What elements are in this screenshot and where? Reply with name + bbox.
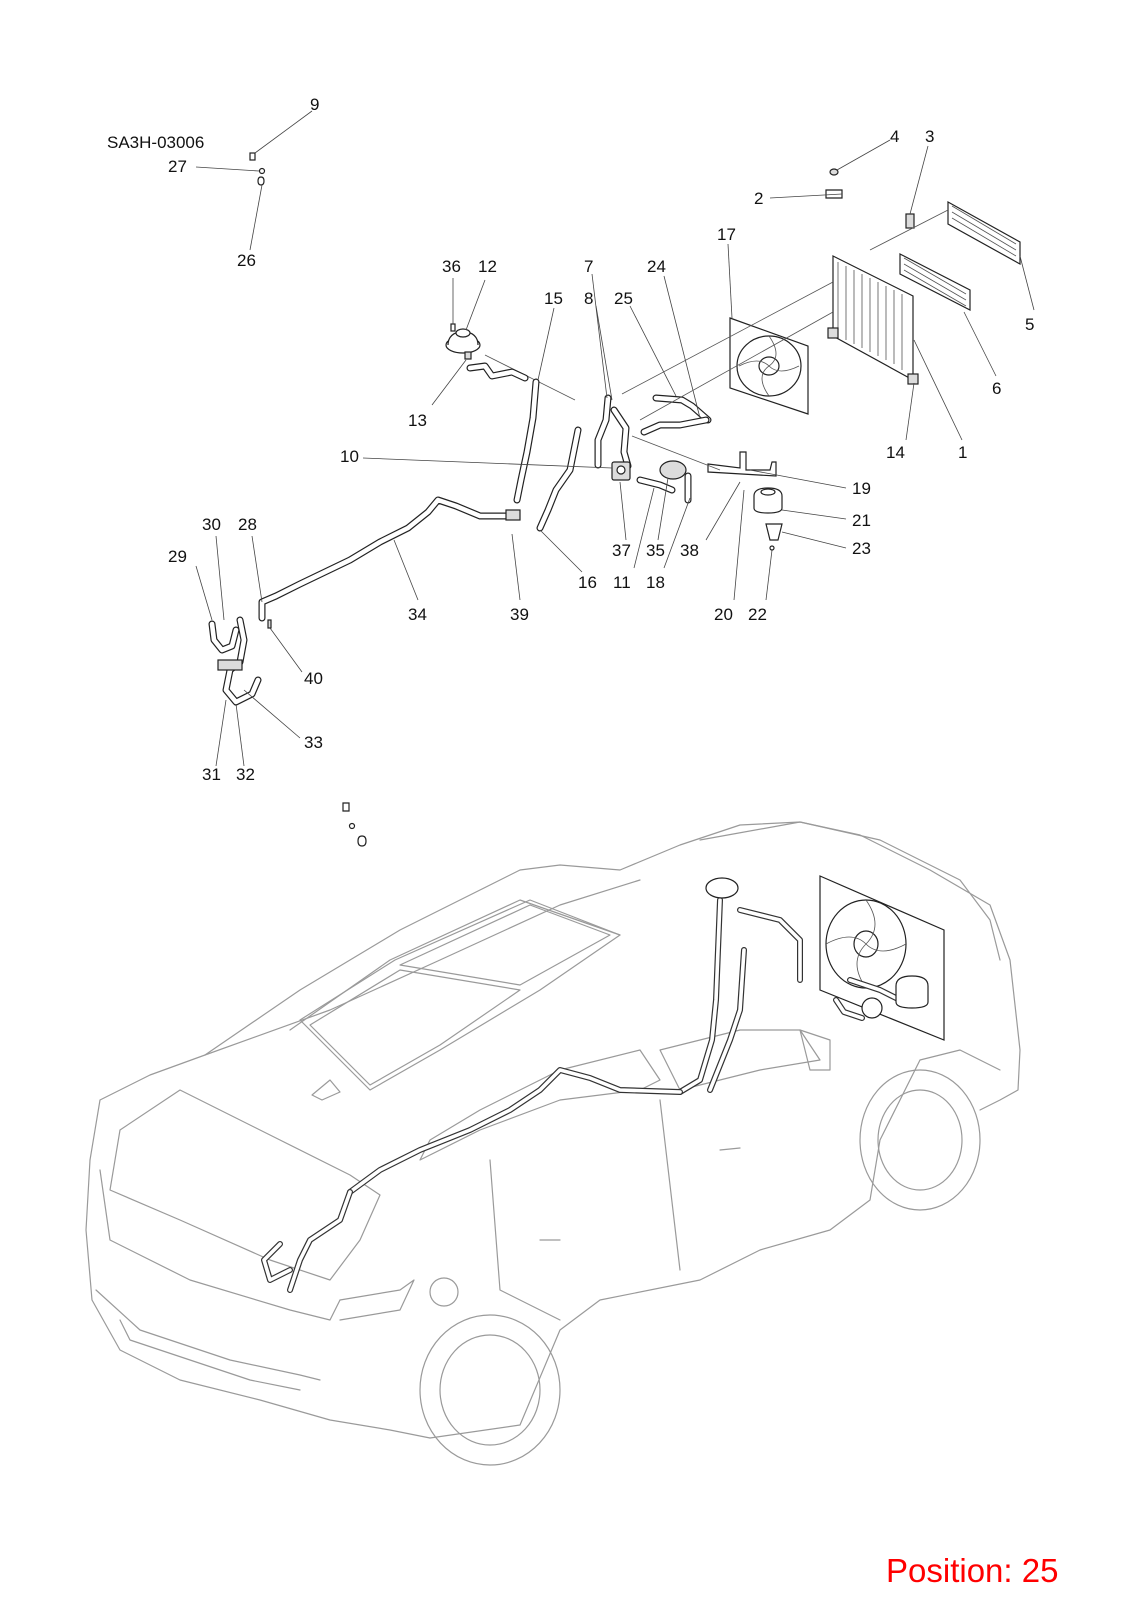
vehicle-outline bbox=[85, 821, 1021, 1466]
callout-25: 25 bbox=[614, 289, 633, 308]
callout-13: 13 bbox=[408, 411, 427, 430]
part-pump-35 bbox=[633, 460, 692, 569]
callout-4: 4 bbox=[890, 127, 899, 146]
callout-24: 24 bbox=[647, 257, 666, 276]
part-condenser bbox=[869, 145, 1035, 377]
callout-16: 16 bbox=[578, 573, 597, 592]
position-label: Position: 25 bbox=[886, 1552, 1058, 1589]
callout-28: 28 bbox=[238, 515, 257, 534]
callout-31: 31 bbox=[202, 765, 221, 784]
callout-10: 10 bbox=[340, 447, 359, 466]
callout-1: 1 bbox=[958, 443, 967, 462]
callout-labels: 9 27 26 36 12 15 7 8 25 24 17 2 4 3 5 6 … bbox=[168, 95, 1034, 784]
callout-9: 9 bbox=[310, 95, 319, 114]
callout-8: 8 bbox=[584, 289, 593, 308]
part-water-pump bbox=[362, 457, 631, 541]
callout-35: 35 bbox=[646, 541, 665, 560]
part-cooling-fan bbox=[727, 243, 809, 415]
callout-40: 40 bbox=[304, 669, 323, 688]
callout-22: 22 bbox=[748, 605, 767, 624]
callout-12: 12 bbox=[478, 257, 497, 276]
callout-27: 27 bbox=[168, 157, 187, 176]
callout-34: 34 bbox=[408, 605, 427, 624]
callout-38: 38 bbox=[680, 541, 699, 560]
callout-2: 2 bbox=[754, 189, 763, 208]
diagram-code: SA3H-03006 bbox=[107, 133, 204, 152]
part-expansion-tank bbox=[431, 278, 576, 406]
callout-14: 14 bbox=[886, 443, 905, 462]
callout-11: 11 bbox=[613, 573, 631, 592]
callout-18: 18 bbox=[646, 573, 665, 592]
part-fitting-small bbox=[195, 110, 313, 251]
parts-exploded-view: SA3H-03006 bbox=[107, 95, 1034, 784]
callout-30: 30 bbox=[202, 515, 221, 534]
callout-26: 26 bbox=[237, 251, 256, 270]
pipe-main-34 bbox=[258, 496, 521, 622]
installed-cooling-system bbox=[261, 875, 945, 1293]
part-bracket-19 bbox=[631, 435, 847, 601]
callout-19: 19 bbox=[852, 479, 871, 498]
callout-32: 32 bbox=[236, 765, 255, 784]
callout-7: 7 bbox=[584, 257, 593, 276]
callout-5: 5 bbox=[1025, 315, 1034, 334]
callout-36: 36 bbox=[442, 257, 461, 276]
hose-lower-left-group bbox=[195, 535, 303, 767]
callout-37: 37 bbox=[612, 541, 631, 560]
callout-33: 33 bbox=[304, 733, 323, 752]
callout-21: 21 bbox=[852, 511, 871, 530]
callout-6: 6 bbox=[992, 379, 1001, 398]
loose-fittings bbox=[342, 802, 367, 847]
hose-7-8 bbox=[591, 273, 632, 470]
callout-15: 15 bbox=[544, 289, 563, 308]
callout-29: 29 bbox=[168, 547, 187, 566]
hose-upper-left bbox=[466, 362, 529, 382]
callout-20: 20 bbox=[714, 605, 733, 624]
callout-39: 39 bbox=[510, 605, 529, 624]
hose-24-25 bbox=[629, 275, 712, 436]
callout-23: 23 bbox=[852, 539, 871, 558]
callout-3: 3 bbox=[925, 127, 934, 146]
hose-15 bbox=[513, 307, 555, 504]
hose-16 bbox=[536, 426, 583, 573]
callout-17: 17 bbox=[717, 225, 736, 244]
part-coolant-reservoir bbox=[753, 487, 847, 601]
part-radiator bbox=[621, 139, 963, 441]
